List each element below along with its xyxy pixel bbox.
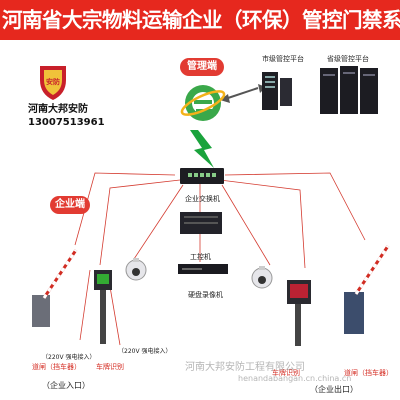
industrial-pc-device [180, 212, 222, 234]
plate-left-label: 车牌识别 [96, 363, 124, 371]
province-server-icon [320, 66, 378, 114]
left-camera-device [125, 258, 147, 281]
city-server-icon [262, 72, 292, 110]
wire-lines [74, 172, 366, 346]
page-title: 河南省大宗物料运输企业（环保）管控门禁系统 [2, 8, 400, 32]
company-logo: 安防 [40, 66, 66, 100]
watermark-cn: 河南大邦安防工程有限公司 [185, 362, 305, 373]
company-phone: 13007513961 [28, 117, 105, 128]
right-plate-recognition [287, 280, 311, 346]
power-label-left: （220V 强电接入） [42, 354, 96, 361]
exit-label: （企业出口） [310, 385, 358, 394]
double-arrow-icon [220, 84, 266, 103]
province-platform-label: 省级管控平台 [327, 55, 369, 63]
watermark-en: henandabangan.cn.china.cn [238, 374, 352, 383]
lightning-icon [190, 130, 214, 168]
enterprise-tag: 企业端 [50, 196, 90, 214]
entrance-label: （企业入口） [42, 381, 90, 390]
company-name: 河南大邦安防 [28, 104, 88, 115]
nvr-device [178, 264, 228, 274]
management-tag: 管理端 [180, 58, 224, 76]
nvr-label: 硬盘录像机 [188, 291, 223, 299]
diagram-canvas: 安防 [32, 66, 390, 346]
right-barrier-gate [344, 245, 390, 334]
ie-globe-icon [180, 85, 226, 121]
right-camera-device [251, 266, 273, 289]
ipc-label: 工控机 [190, 253, 211, 261]
plate-right-label: 车牌识别 [272, 369, 300, 377]
gate-right-label: 道闸（挡车器） [344, 369, 393, 377]
title-banner [0, 0, 400, 40]
city-platform-label: 市级管控平台 [262, 55, 304, 63]
switch-device [180, 168, 224, 184]
left-barrier-gate [32, 249, 78, 327]
power-label-mid: （220V 强电接入） [118, 348, 172, 355]
gate-left-label: 道闸（挡车器） [32, 363, 81, 371]
left-plate-recognition [94, 270, 112, 344]
switch-label: 企业交换机 [185, 195, 220, 203]
svg-text:安防: 安防 [46, 77, 60, 86]
